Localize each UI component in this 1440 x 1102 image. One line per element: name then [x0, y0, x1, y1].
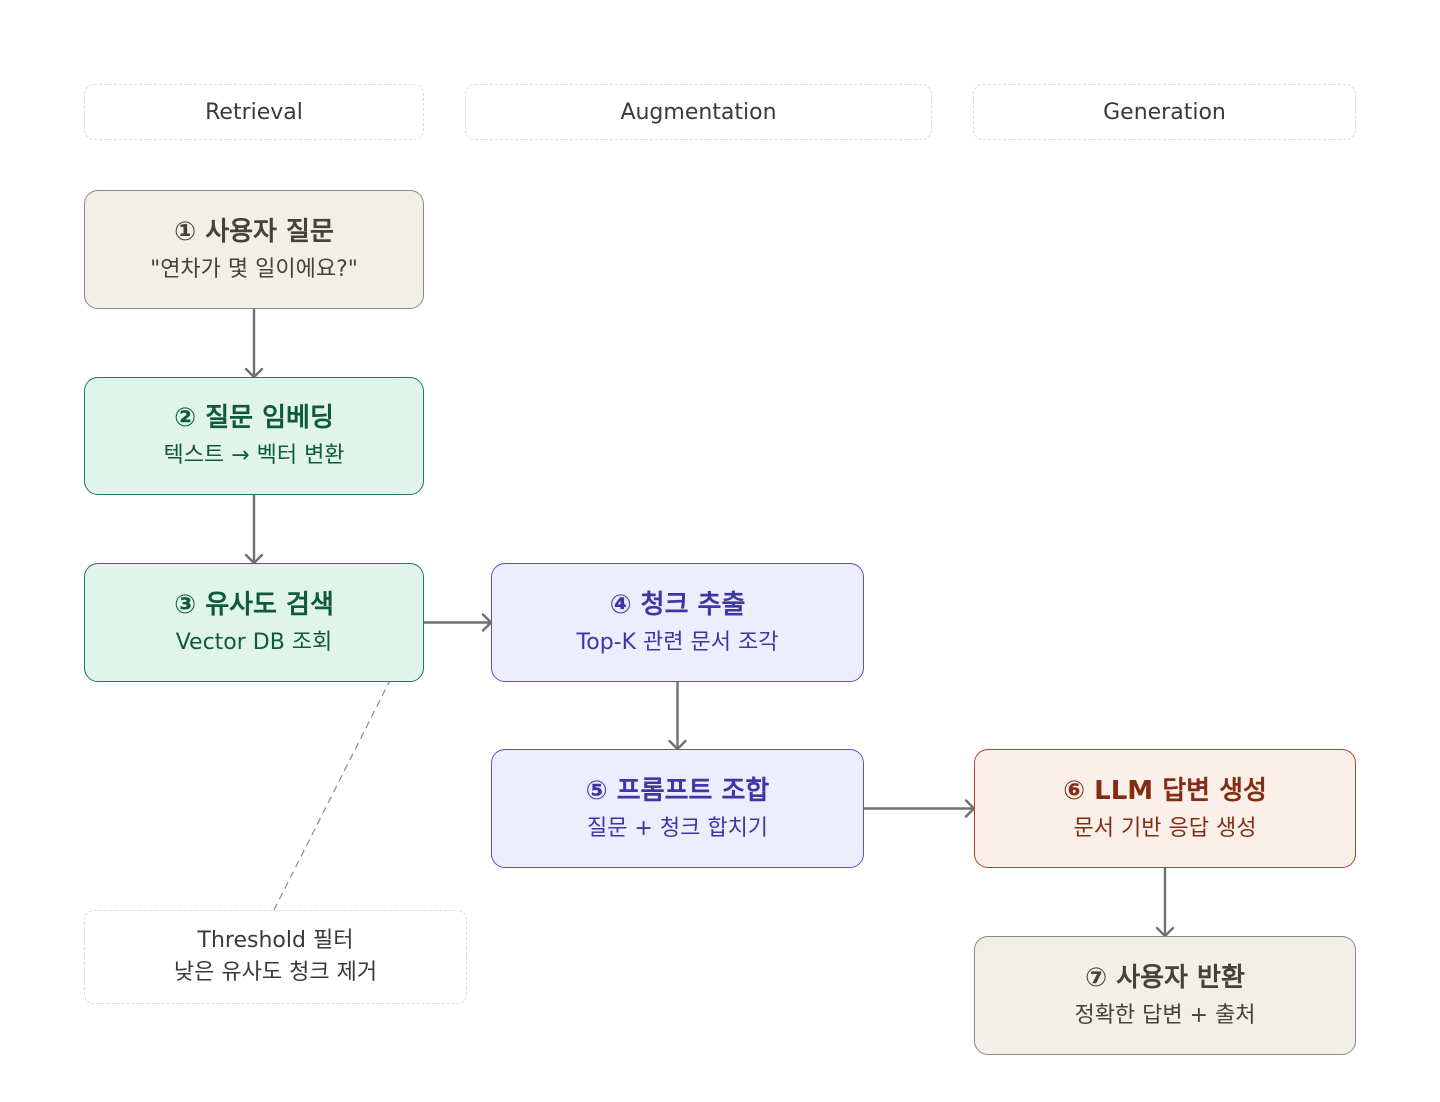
phase-retrieval-label: Retrieval: [205, 99, 303, 125]
threshold-note-line1: Threshold 필터: [197, 928, 354, 953]
node-prompt-assembly: ⑤ 프롬프트 조합 질문 + 청크 합치기: [491, 749, 864, 868]
node-subtitle: 정확한 답변 + 출처: [1074, 1002, 1256, 1028]
node-title: ④ 청크 추출: [609, 589, 746, 620]
node-user-question: ① 사용자 질문 "연차가 몇 일이에요?": [84, 190, 424, 309]
arrowhead-n3-n4: [481, 613, 493, 632]
node-user-return: ⑦ 사용자 반환 정확한 답변 + 출처: [974, 936, 1356, 1055]
node-subtitle: Top-K 관련 문서 조각: [576, 629, 779, 655]
node-question-embedding: ② 질문 임베딩 텍스트 → 벡터 변환: [84, 377, 424, 495]
arrowhead-n2-n3: [244, 553, 264, 565]
node-subtitle: Vector DB 조회: [175, 629, 333, 655]
node-similarity-search: ③ 유사도 검색 Vector DB 조회: [84, 563, 424, 682]
node-subtitle: "연차가 몇 일이에요?": [150, 256, 358, 282]
node-llm-generation: ⑥ LLM 답변 생성 문서 기반 응답 생성: [974, 749, 1356, 868]
node-subtitle: 텍스트 → 벡터 변환: [163, 443, 345, 468]
phase-augmentation: Augmentation: [465, 84, 932, 140]
node-chunk-extraction: ④ 청크 추출 Top-K 관련 문서 조각: [491, 563, 864, 682]
phase-retrieval: Retrieval: [84, 84, 424, 140]
node-title: ⑦ 사용자 반환: [1085, 962, 1245, 993]
node-subtitle: 질문 + 청크 합치기: [586, 815, 769, 841]
node-title: ② 질문 임베딩: [174, 403, 334, 433]
node-title: ⑥ LLM 답변 생성: [1063, 775, 1267, 806]
threshold-note-line2: 낮은 유사도 청크 제거: [173, 960, 378, 985]
phase-augmentation-label: Augmentation: [620, 99, 777, 125]
arrowhead-n5-n6: [964, 799, 976, 818]
threshold-note: Threshold 필터 낮은 유사도 청크 제거: [84, 910, 467, 1004]
phase-generation-label: Generation: [1103, 99, 1226, 125]
node-title: ⑤ 프롬프트 조합: [585, 775, 770, 806]
node-title: ① 사용자 질문: [174, 216, 334, 247]
phase-generation: Generation: [973, 84, 1356, 140]
arrowhead-n1-n2: [244, 367, 264, 379]
arrowhead-n4-n5: [668, 739, 687, 751]
node-title: ③ 유사도 검색: [174, 589, 334, 620]
node-subtitle: 문서 기반 응답 생성: [1073, 815, 1257, 841]
arrowhead-n6-n7: [1155, 926, 1175, 938]
